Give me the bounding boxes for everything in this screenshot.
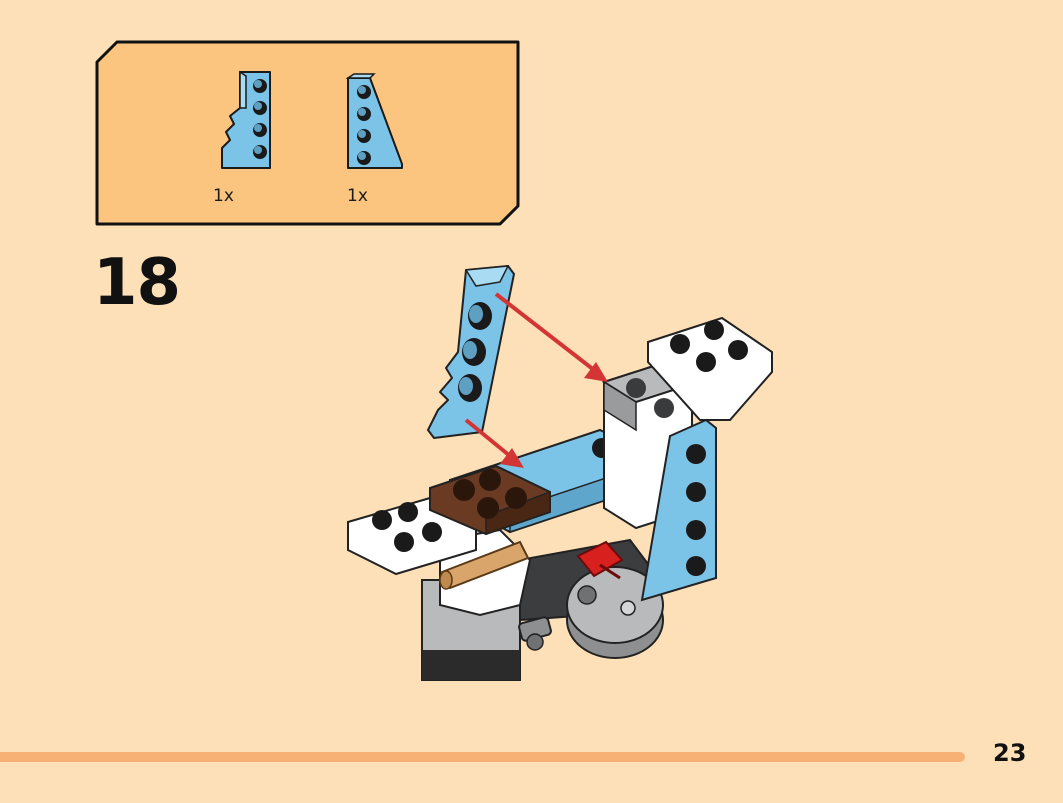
- build-step-illustration: [347, 265, 773, 681]
- right-wing-plate-icon: [345, 73, 403, 169]
- placement-arrows: [464, 292, 608, 468]
- step-number: 18: [93, 246, 181, 320]
- left-wing-plate-quantity: 1x: [213, 186, 234, 206]
- parts-callout-box: 1x 1x: [95, 40, 520, 226]
- attached-azure-wing: [640, 418, 717, 602]
- technic-pin: [518, 616, 552, 651]
- page-number: 23: [993, 739, 1027, 767]
- tan-axle: [439, 540, 530, 590]
- white-slope-brick: [647, 316, 773, 421]
- red-lever: [576, 540, 624, 580]
- right-wing-plate-quantity: 1x: [347, 186, 368, 206]
- parts-callout-frame: [95, 40, 520, 226]
- left-wing-plate-icon: [221, 70, 271, 169]
- reddish-brown-plate: [429, 464, 551, 536]
- round-turntable-plate: [566, 566, 664, 659]
- floating-azure-wing: [427, 265, 515, 439]
- progress-bar: [0, 752, 965, 762]
